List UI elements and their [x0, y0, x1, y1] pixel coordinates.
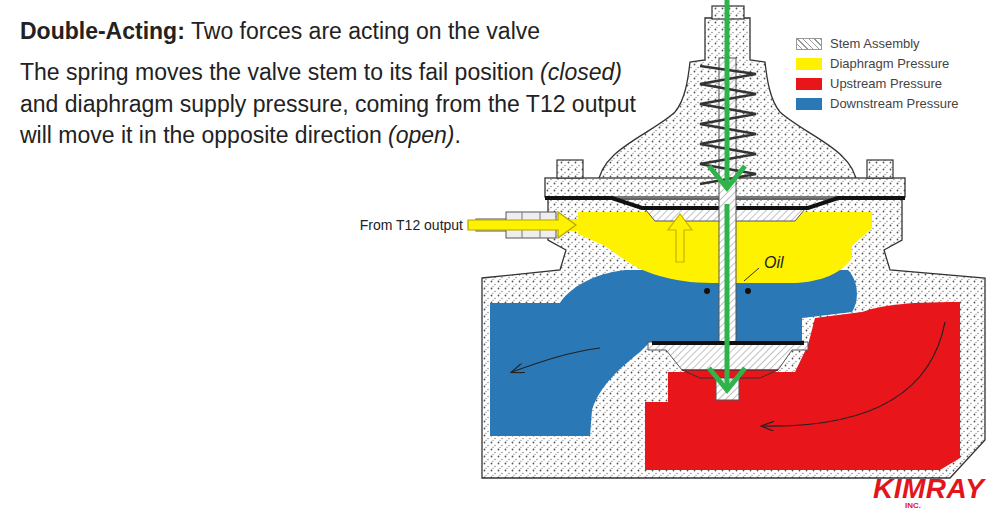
logo-text-box: KIMRAY [873, 475, 984, 503]
spring-force-arrowhead [709, 166, 745, 188]
spring-force-arrow [725, 0, 730, 186]
description-text: The spring moves the valve stem to its f… [20, 59, 534, 85]
legend-swatch [796, 38, 822, 50]
text-line: and diaphragm supply pressure, coming fr… [20, 89, 636, 119]
o-ring [745, 288, 751, 294]
upstream-chamber [645, 302, 960, 470]
description-text: (closed) [540, 59, 622, 85]
legend-row: Stem Assembly [796, 35, 920, 53]
heading: Double-Acting: [20, 18, 185, 44]
description-text: Two forces are acting on the valve [191, 18, 540, 44]
oil-label: Oil [764, 254, 784, 271]
logo-subtext: INC. [905, 501, 921, 510]
stem-force-arrow [725, 204, 730, 388]
input-label-box: From T12 output [360, 217, 463, 234]
flow-arrow [762, 322, 945, 426]
description-text: and diaphragm supply pressure, coming fr… [20, 91, 636, 117]
legend-swatch [796, 98, 822, 110]
bolt-head [867, 160, 893, 178]
legend-row: Downstream Pressure [796, 95, 959, 113]
description-text: (open) [388, 122, 454, 148]
input-label: From T12 output [360, 217, 463, 233]
description-text: . [454, 122, 460, 148]
diaphragm-force-arrow [668, 214, 692, 262]
legend-swatch [796, 78, 822, 90]
oil-label-box: Oil [764, 254, 784, 272]
legend-text: Stem Assembly [830, 36, 920, 51]
legend-text: Upstream Pressure [830, 76, 942, 91]
text-line: The spring moves the valve stem to its f… [20, 57, 622, 87]
legend-row: Upstream Pressure [796, 75, 942, 93]
valve-seat [682, 370, 778, 378]
flow-arrow [512, 348, 600, 372]
logo-text: KIMRAY [873, 473, 984, 504]
legend-text: Downstream Pressure [830, 96, 959, 111]
supply-arrow [468, 212, 576, 238]
text-line: Double-Acting:Two forces are acting on t… [20, 16, 540, 46]
oil-leader [744, 268, 759, 281]
legend-swatch [796, 58, 822, 70]
legend-row: Diaphragm Pressure [796, 55, 949, 73]
bolt-head [557, 160, 583, 178]
legend-text: Diaphragm Pressure [830, 56, 949, 71]
logo-subtext-box: INC. [905, 502, 921, 510]
stem-force-arrowhead [709, 368, 745, 390]
text-line: will move it in the opposite direction(o… [20, 120, 461, 150]
description-text: will move it in the opposite direction [20, 122, 382, 148]
o-ring [704, 288, 710, 294]
